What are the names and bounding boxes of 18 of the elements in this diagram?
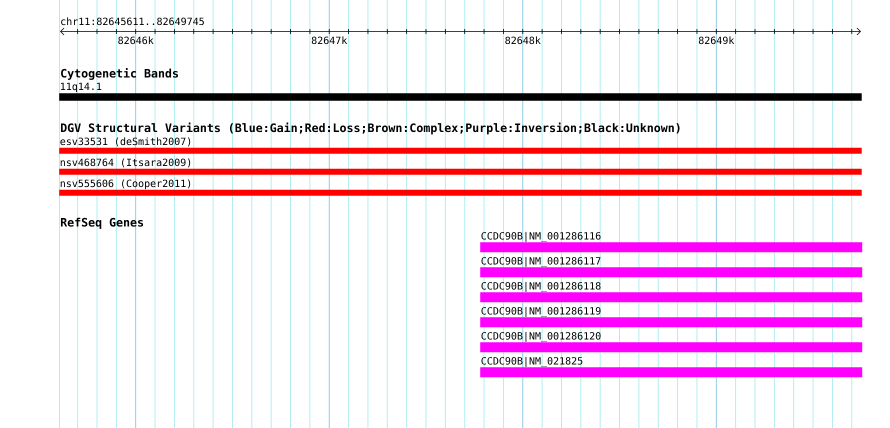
track-title: DGV Structural Variants (Blue:Gain;Red:Loss;Brown:Complex;Purple:Inversion;Black:Unknown)	[60, 122, 680, 134]
feature-label: CCDC90B|NM_021825	[481, 356, 582, 367]
feature-label: esv33531 (deSmith2007)	[60, 137, 190, 146]
tick-label: 82646k	[118, 36, 154, 44]
feature-label: CCDC90B|NM_001286118	[481, 282, 601, 292]
feature-label: CCDC90B|NM_001286116	[481, 232, 601, 242]
feature-label: CCDC90B|NM_001286120	[481, 332, 601, 342]
track-title: RefSeq Genes	[60, 218, 144, 229]
tick-label: 82647k	[312, 36, 348, 44]
feature-label: nsv468764 (Itsara2009)	[60, 158, 190, 168]
tick-label: 82648k	[505, 36, 541, 44]
track-title: Cytogenetic Bands	[61, 68, 178, 80]
tick-label: 82649k	[698, 36, 734, 44]
region-label: chr11:82645611..82649745	[61, 17, 204, 26]
feature-label: 11q14.1	[61, 82, 102, 92]
feature-label: CCDC90B|NM_001286117	[481, 256, 600, 267]
feature-label: nsv555606 (Cooper2011)	[60, 179, 190, 190]
feature-label: CCDC90B|NM_001286119	[481, 306, 601, 317]
